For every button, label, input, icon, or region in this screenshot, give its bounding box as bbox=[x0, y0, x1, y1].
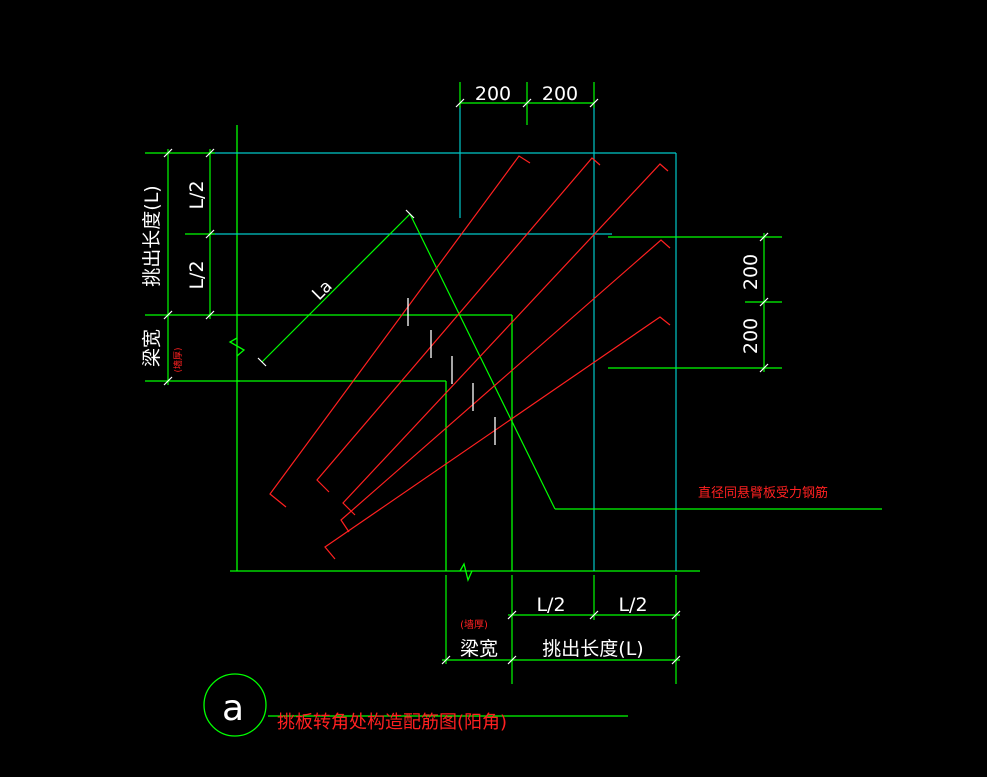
left-dim-half-upper: L/2 bbox=[186, 180, 208, 209]
slab-outline bbox=[228, 125, 700, 582]
cantilever-outline bbox=[210, 102, 677, 571]
top-dim-left: 200 bbox=[475, 83, 511, 105]
right-dim-lower: 200 bbox=[740, 318, 762, 354]
figure-marker-circle bbox=[203, 673, 267, 737]
bottom-dim-cantilever-length: 挑出长度(L) bbox=[542, 638, 643, 660]
left-dim-ticks bbox=[163, 148, 215, 386]
left-dim-wall-thickness: (墙厚) bbox=[172, 347, 184, 372]
left-dim-half-lower: L/2 bbox=[186, 260, 208, 289]
anchorage-label: La bbox=[308, 276, 336, 304]
rebar-3 bbox=[342, 163, 669, 516]
bottom-dimension bbox=[442, 575, 680, 684]
bottom-dim-half-right: L/2 bbox=[618, 594, 647, 616]
corner-rebars bbox=[269, 155, 671, 560]
left-dim-beam-width: 梁宽 bbox=[141, 329, 163, 367]
figure-title: 挑板转角处构造配筋图(阳角) bbox=[277, 712, 507, 733]
bottom-dim-half-left: L/2 bbox=[536, 594, 565, 616]
rebar-1 bbox=[269, 155, 531, 508]
left-dim-cantilever-length: 挑出长度(L) bbox=[141, 185, 163, 286]
figure-marker-letter: a bbox=[222, 688, 244, 729]
top-dim-right: 200 bbox=[542, 83, 578, 105]
right-dim-upper: 200 bbox=[740, 254, 762, 290]
rebar-4 bbox=[340, 239, 671, 533]
rebar-2 bbox=[316, 157, 601, 493]
bottom-dim-beam-width: 梁宽 bbox=[460, 638, 498, 660]
rebar-5 bbox=[324, 316, 671, 560]
bottom-dim-ticks bbox=[441, 610, 681, 665]
anchorage-dimension bbox=[261, 213, 882, 510]
top-dim-ticks bbox=[455, 98, 599, 108]
rebar-note: 直径同悬臂板受力钢筋 bbox=[698, 485, 828, 501]
right-dim-ticks bbox=[759, 232, 769, 373]
bottom-dim-wall-thickness: (墙厚) bbox=[460, 618, 488, 631]
bar-crossing-marks bbox=[407, 298, 496, 445]
anchorage-ticks bbox=[257, 209, 415, 367]
